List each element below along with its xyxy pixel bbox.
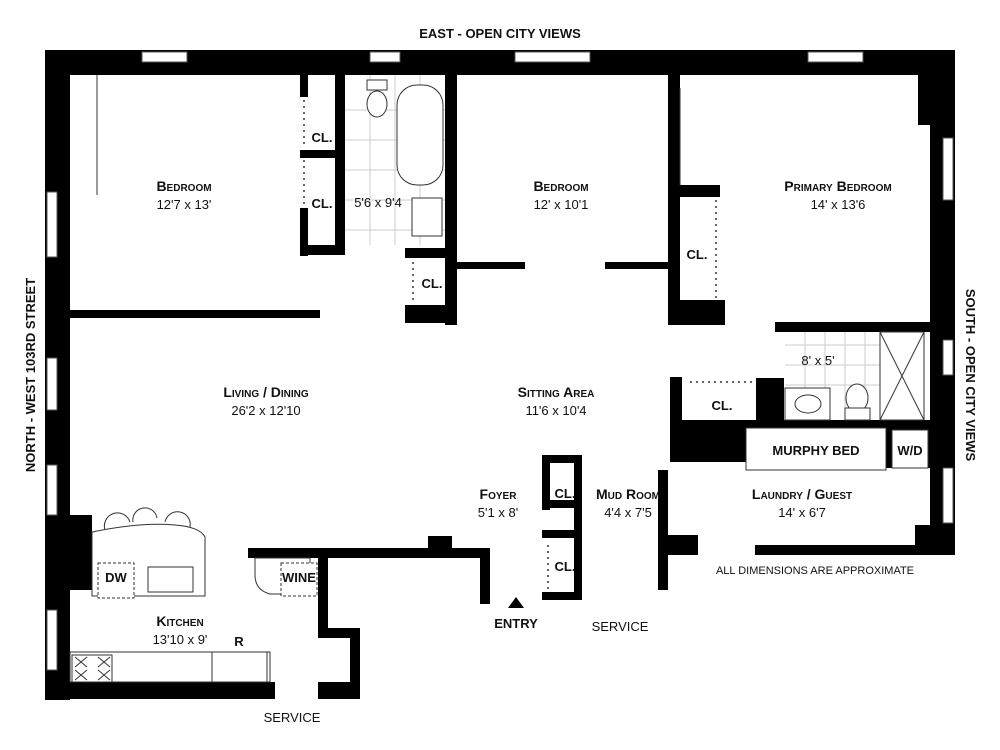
bedroom2-name: Bedroom [533,178,588,194]
service-label: SERVICE [264,710,321,725]
kitchen-name: Kitchen [156,613,203,629]
entry-label: ENTRY [494,616,538,631]
bathroom-1 [345,75,445,245]
kitchen-dim: 13'10 x 9' [153,632,208,647]
entry-arrow-icon [508,597,524,608]
orientation-left: NORTH - WEST 103RD STREET [23,278,38,472]
dw-label: DW [105,570,127,585]
wd-label: W/D [897,443,922,458]
bathroom-2 [784,331,925,421]
mudroom-name: Mud Room [596,486,660,502]
bedroom2-dim: 12' x 10'1 [534,197,589,212]
foyer-name: Foyer [480,486,518,502]
closet-label: CL. [712,398,733,413]
orientation-top: EAST - OPEN CITY VIEWS [419,26,581,41]
closet-label: CL. [687,247,708,262]
primary-dim: 14' x 13'6 [811,197,866,212]
fixture-labels: CL. CL. CL. CL. CL. CL. CL. MURPHY BED W… [105,130,922,725]
closet-label: CL. [555,486,576,501]
windows [46,51,954,671]
closet-label: CL. [312,196,333,211]
foyer-dim: 5'1 x 8' [478,505,518,520]
washer-dryer [891,429,929,469]
room-labels: Bedroom 12'7 x 13' 5'6 x 9'4 Bedroom 12'… [153,178,892,647]
bath2-dim: 8' x 5' [801,353,834,368]
living-name: Living / Dining [223,384,309,400]
orientation-right: SOUTH - OPEN CITY VIEWS [963,289,978,462]
laundry-name: Laundry / Guest [752,486,852,502]
sitting-dim: 11'6 x 10'4 [525,403,586,418]
kitchen-fixtures [69,507,318,683]
bath1-dim: 5'6 x 9'4 [354,195,402,210]
closet-label: CL. [555,559,576,574]
murphy-bed [745,427,887,471]
bedroom1-name: Bedroom [156,178,211,194]
closet-label: CL. [422,276,443,291]
murphy-bed-label: MURPHY BED [772,443,859,458]
service-label: SERVICE [592,619,649,634]
laundry-dim: 14' x 6'7 [778,505,826,520]
living-dim: 26'2 x 12'10 [231,403,300,418]
sitting-name: Sitting Area [518,384,595,400]
closet-openings [96,75,755,590]
mudroom-dim: 4'4 x 7'5 [604,505,652,520]
wine-label: WINE [282,570,316,585]
walls [45,50,955,700]
fridge-label: R [234,634,244,649]
closet-label: CL. [312,130,333,145]
primary-name: Primary Bedroom [784,178,891,194]
disclaimer: ALL DIMENSIONS ARE APPROXIMATE [716,565,914,577]
bedroom1-dim: 12'7 x 13' [157,197,212,212]
